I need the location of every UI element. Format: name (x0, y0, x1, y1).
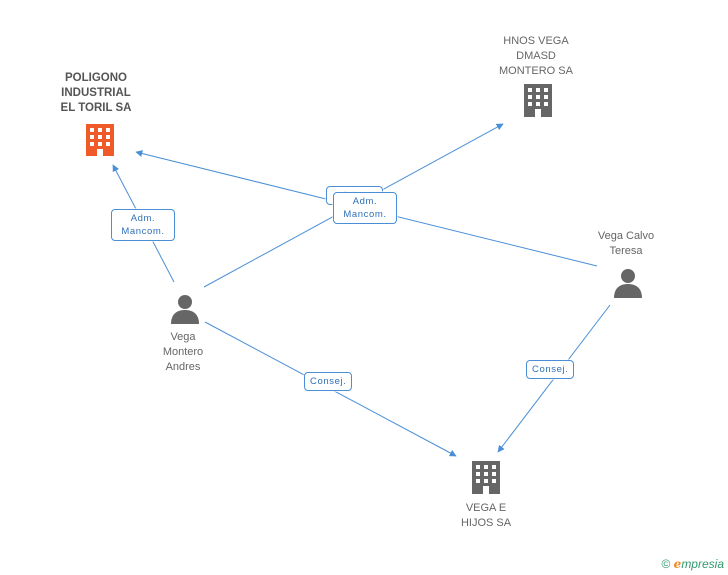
brand-footer[interactable]: © empresia (661, 557, 724, 571)
person-label-vega-calvo: Vega Calvo Teresa (570, 229, 682, 259)
edge-label-line: Consej. (532, 364, 569, 375)
company-label-hnos-vega: HNOS VEGA DMASD MONTERO SA (480, 34, 592, 79)
edge-label-line: Adm. (130, 213, 156, 224)
copyright-icon: © (661, 557, 671, 571)
label-line: Vega Calvo (597, 230, 655, 242)
building-icon-vega-hijos (472, 461, 500, 494)
edge-label-consej-right[interactable]: Consej. (526, 360, 575, 379)
person-icon-vega-montero (171, 295, 199, 324)
edge-label-line: Adm. (352, 196, 378, 207)
building-icon-hnos-vega (524, 84, 552, 117)
label-line: HNOS VEGA (503, 35, 569, 47)
label-line: MONTERO SA (499, 65, 573, 77)
person-icon-vega-calvo (614, 269, 642, 298)
label-line: VEGA E (465, 502, 507, 514)
edge-label-adm-center-front[interactable]: Adm. Mancom. (333, 192, 397, 224)
label-line: POLIGONO (65, 72, 127, 84)
brand-name: mpresia (681, 557, 724, 571)
company-label-poligono: POLIGONO INDUSTRIAL EL TORIL SA (40, 71, 152, 116)
label-line: Vega (170, 331, 196, 343)
label-line: INDUSTRIAL (61, 87, 131, 99)
edge-label-line: Mancom. (121, 226, 165, 237)
edge-label-consej-left[interactable]: Consej. (304, 372, 353, 391)
building-icon-poligono (86, 124, 114, 156)
edge-label-line: Consej. (310, 376, 347, 387)
company-label-vega-hijos: VEGA E HIJOS SA (430, 501, 542, 531)
brand-initial: e (673, 557, 682, 571)
label-line: HIJOS SA (460, 517, 512, 529)
label-line: EL TORIL SA (60, 102, 132, 114)
label-line: Andres (165, 361, 201, 373)
person-label-vega-montero: Vega Montero Andres (127, 330, 239, 375)
label-line: Teresa (609, 245, 643, 257)
edge-label-adm-left[interactable]: Adm. Mancom. (111, 209, 175, 241)
label-line: DMASD (516, 50, 556, 62)
edge-label-line: Mancom. (343, 209, 387, 220)
label-line: Montero (162, 346, 204, 358)
